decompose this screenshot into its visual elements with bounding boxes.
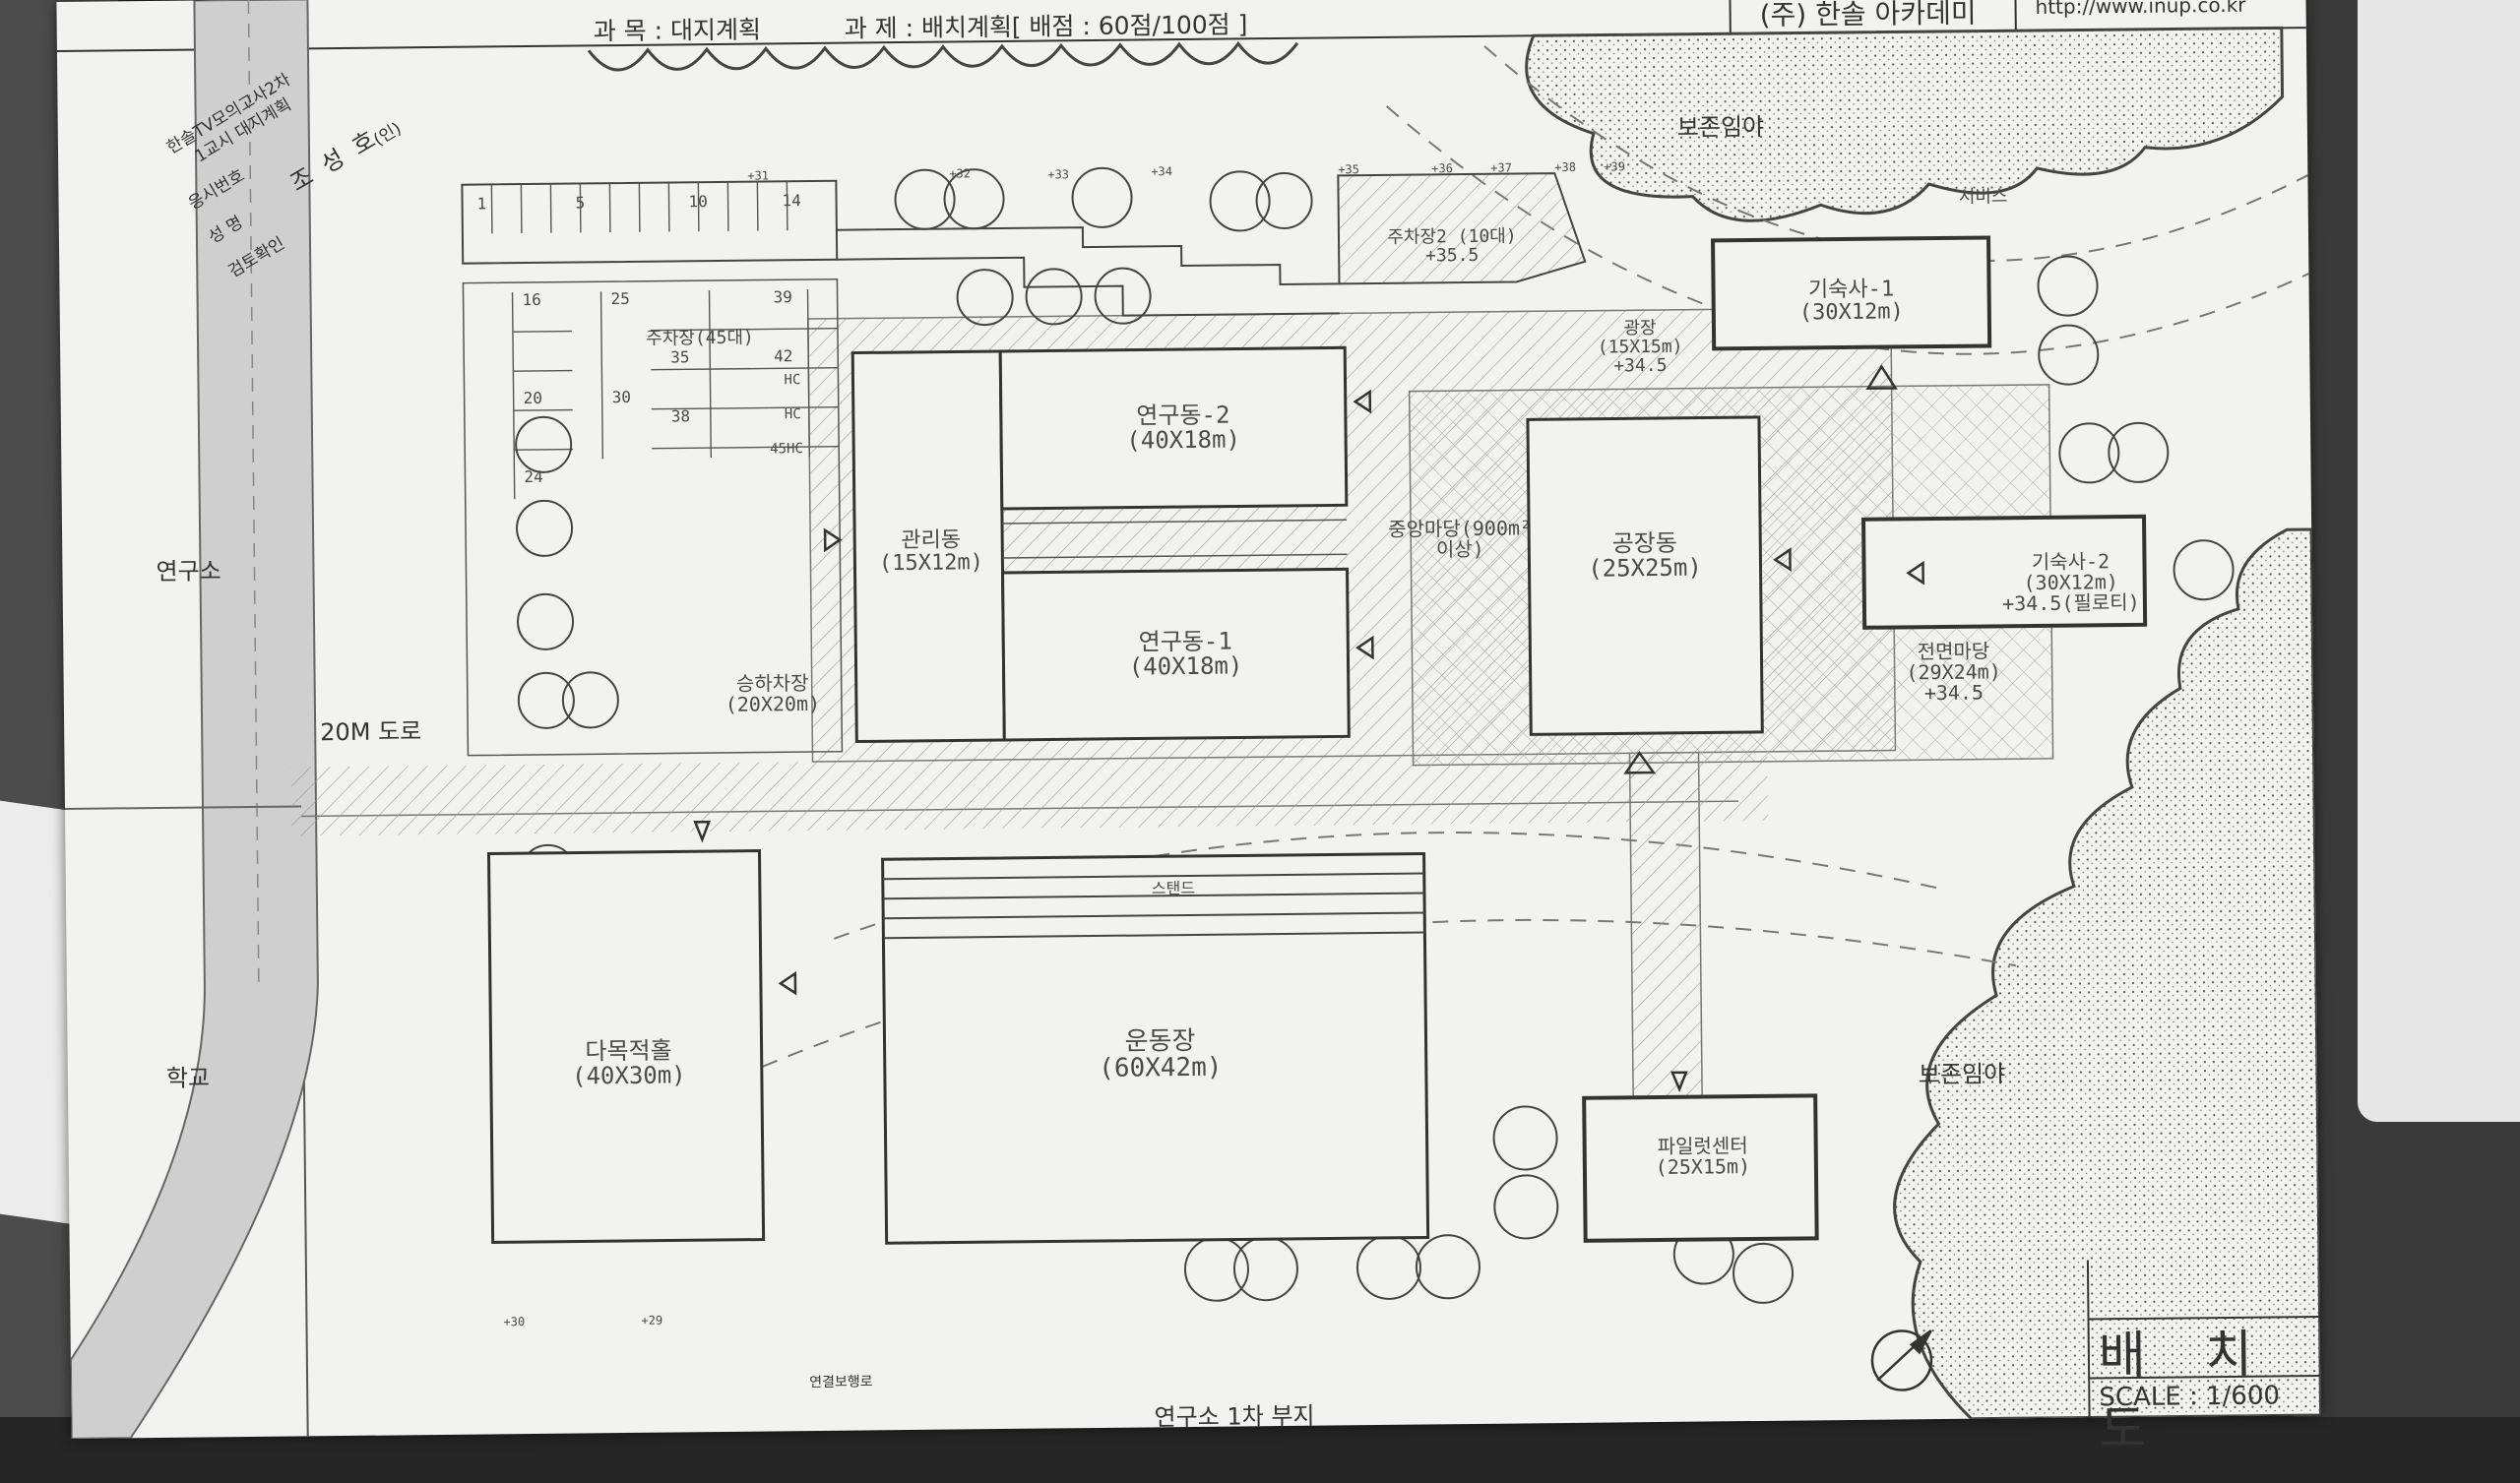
research1-label: 연구동-1 (40X18m) xyxy=(1087,629,1285,680)
level-mark: +37 xyxy=(1490,162,1512,175)
level-mark: +34 xyxy=(1151,165,1172,178)
level-mark: +30 xyxy=(503,1316,525,1329)
bus-stop-label: 승하차장 (20X20m) xyxy=(674,672,871,715)
parking-number: 20 xyxy=(524,391,542,407)
parking-number: 42 xyxy=(774,348,792,365)
website: http://www.inup.co.kr xyxy=(2035,0,2245,19)
admin-label: 관리동 (15X12m) xyxy=(859,528,1002,576)
level-mark: +38 xyxy=(1554,161,1576,174)
stands-label: 스탠드 xyxy=(1100,880,1247,897)
parking2-label: 주차장2 (10대) +35.5 xyxy=(1339,227,1565,267)
parking-number: 1 xyxy=(477,196,487,213)
parking-number: 45HC xyxy=(770,442,803,457)
score-label: [ 배점 : 60점/100점 ] xyxy=(1012,5,1248,43)
forest-right-label: 보존임야 xyxy=(1919,1054,2006,1089)
yard-label: 광장 (15X15m) +34.5 xyxy=(1566,319,1715,376)
research-lab-label: 연구소 xyxy=(156,551,221,587)
bottom-lot-label: 연구소 1차 부지 xyxy=(1154,1396,1314,1433)
parking-number: 10 xyxy=(688,194,707,211)
parking-number: HC xyxy=(784,373,800,388)
name-label: 성 명 xyxy=(203,209,246,248)
road-label: 20M 도로 xyxy=(320,711,421,747)
service-label: 서비스 xyxy=(1929,188,2038,208)
parking-strip-top xyxy=(462,181,837,264)
front-yard-label: 전면마당 (29X24m) +34.5 xyxy=(1855,641,2052,705)
subject-label: 과 목 : 대지계획 xyxy=(594,11,762,48)
parking-main-label: 주차장(45대) xyxy=(611,329,788,349)
parking-number: 24 xyxy=(524,469,542,486)
workshop-label: 공장동 (25X25m) xyxy=(1539,530,1751,583)
central-plaza-label: 중앙마당(900m² 이상) xyxy=(1361,518,1558,561)
parking-number: 35 xyxy=(670,349,689,366)
level-mark: +39 xyxy=(1604,160,1625,173)
dorm2-label: 기숙사-2 (30X12m) +34.5(필로티) xyxy=(1913,550,2229,615)
pilot-center-label: 파일럿센터 (25X15m) xyxy=(1605,1136,1801,1179)
desk-paper-right xyxy=(2358,0,2520,1122)
level-mark: +33 xyxy=(1047,168,1069,181)
parking-number: 38 xyxy=(671,408,690,425)
forest-top-label: 보존임야 xyxy=(1677,107,1765,143)
dorm1-label: 기숙사-1 (30X12m) xyxy=(1752,278,1949,325)
tree-line-top xyxy=(589,43,1297,71)
parking-number: 39 xyxy=(774,289,792,306)
research2-label: 연구동-2 (40X18m) xyxy=(1085,402,1283,454)
level-mark: +31 xyxy=(747,169,769,182)
drawing-sheet: 과 목 : 대지계획 과 제 : 배치계획 [ 배점 : 60점/100점 ] … xyxy=(56,0,2320,1439)
parking-number: 16 xyxy=(523,292,541,309)
handwritten-name: 조 성 호 xyxy=(283,121,381,199)
level-mark: +32 xyxy=(949,167,971,180)
exam-number-label: 응시번호 xyxy=(183,161,249,214)
parking-number: 25 xyxy=(611,291,630,308)
school-label: 학교 xyxy=(166,1058,211,1092)
level-mark: +36 xyxy=(1431,162,1453,175)
forest-top xyxy=(1526,28,2283,222)
parking-number: 5 xyxy=(576,195,586,212)
company-name: (주) 한솔 아카데미 xyxy=(1759,0,1976,33)
parking-number: 30 xyxy=(612,390,631,406)
task-label: 과 제 : 배치계획 xyxy=(845,8,1013,45)
multi-hall-label: 다목적홀 (40X30m) xyxy=(530,1038,727,1089)
level-mark: +35 xyxy=(1338,163,1359,176)
walkway-label: 연결보행로 xyxy=(809,1371,873,1391)
sports-field-label: 운동장 (60X42m) xyxy=(1061,1027,1259,1083)
parking-number: HC xyxy=(785,407,801,422)
level-mark: +29 xyxy=(641,1315,662,1328)
north-arrow xyxy=(1872,1330,1932,1390)
drawing-scale: SCALE : 1/600 xyxy=(2099,1381,2280,1412)
parking-number: 14 xyxy=(782,193,800,210)
